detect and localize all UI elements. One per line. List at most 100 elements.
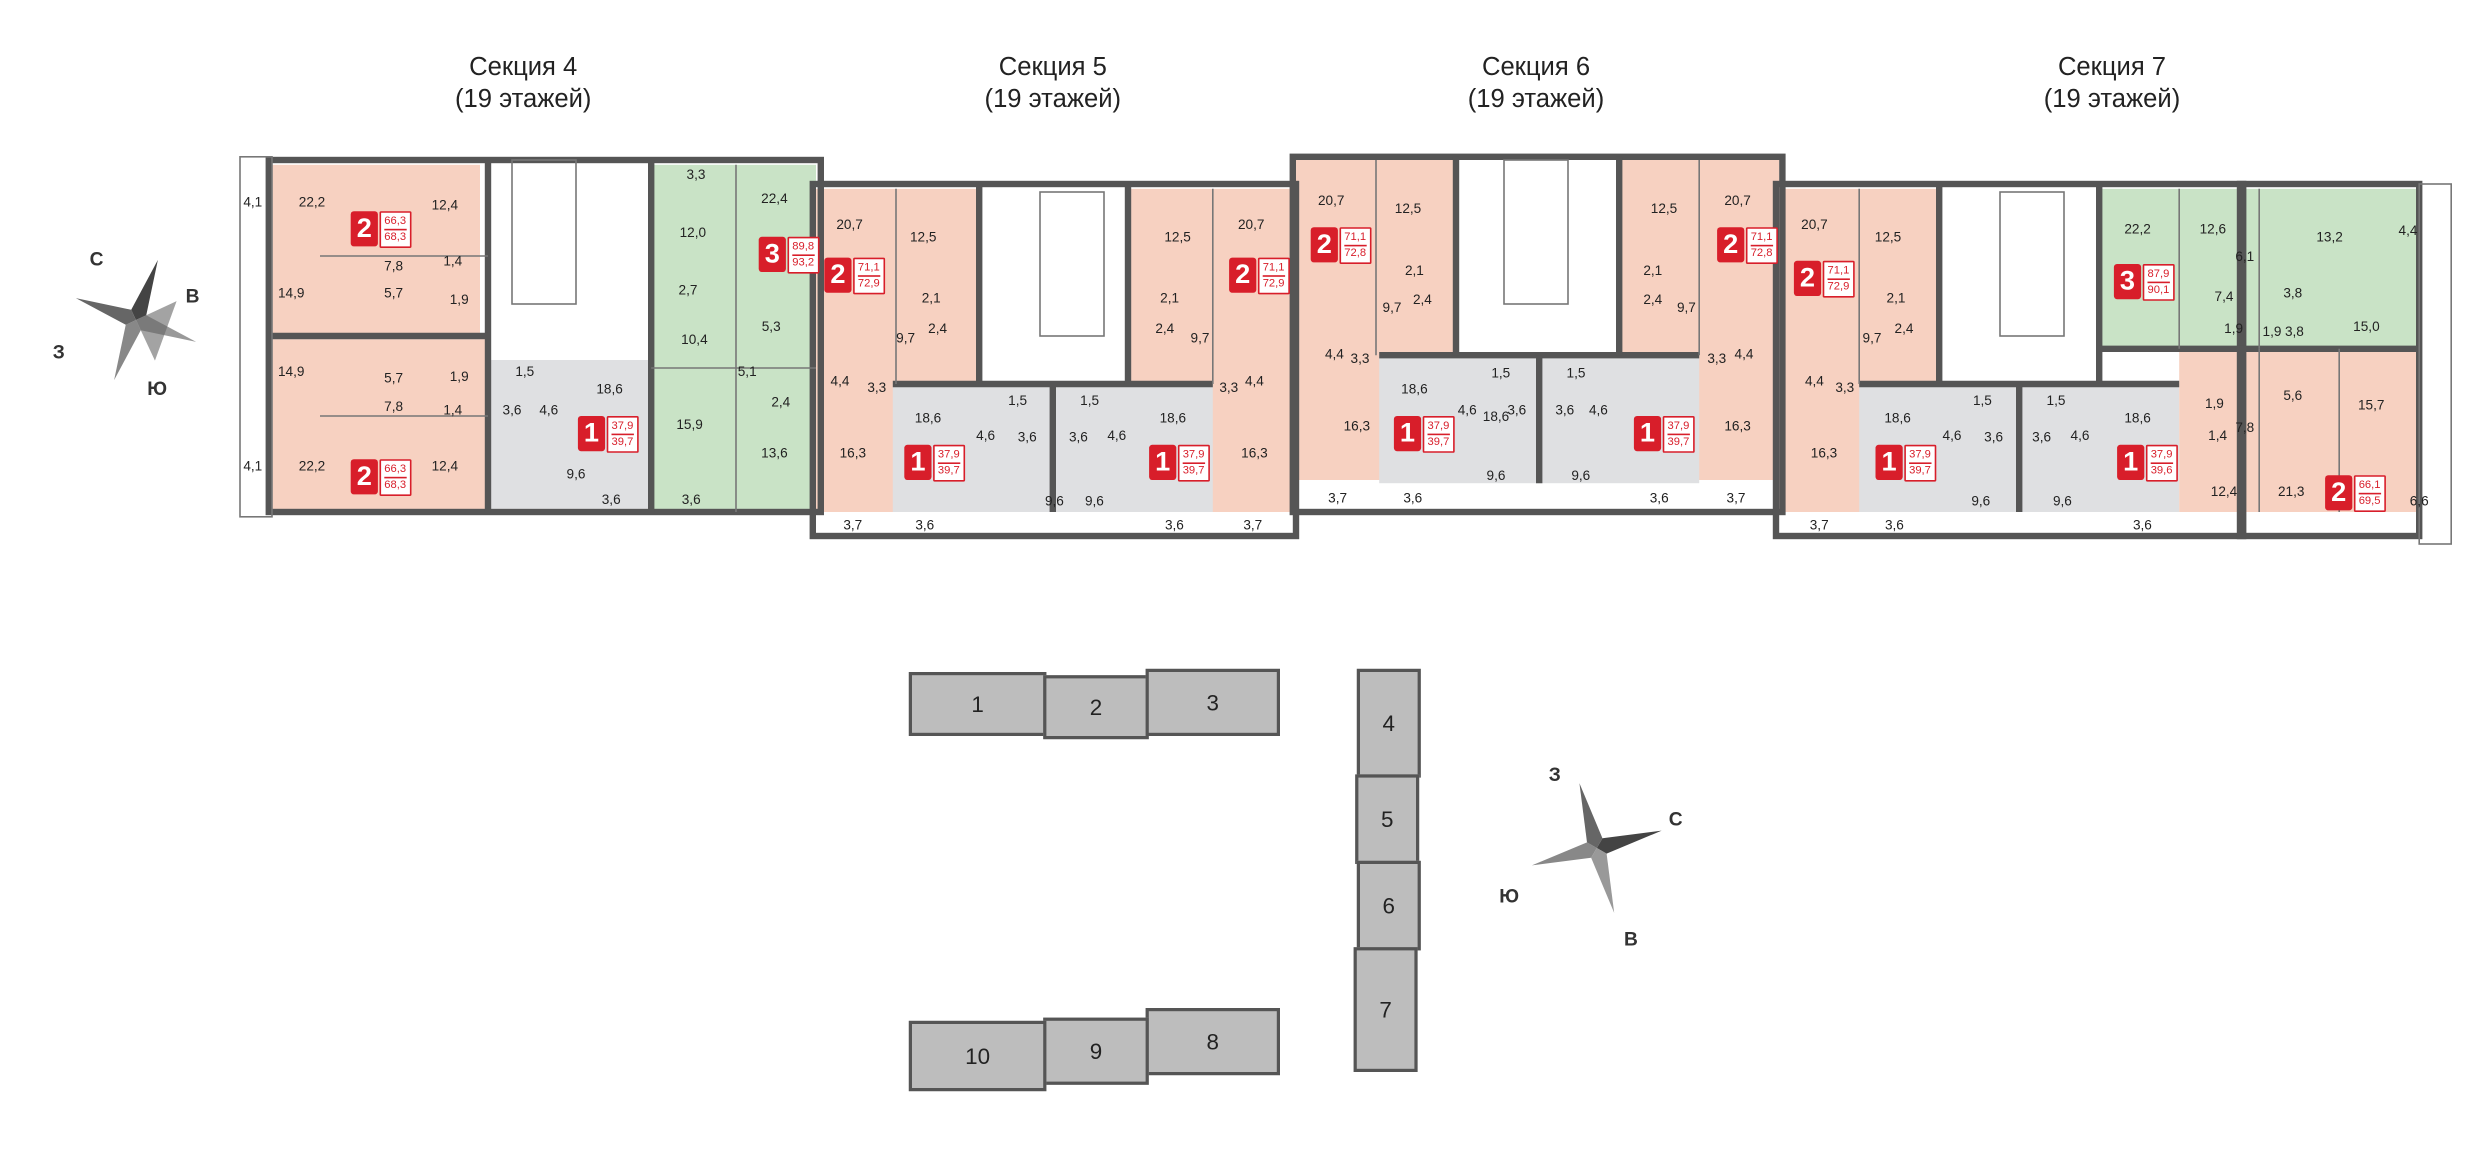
apartment-3-room-s4 bbox=[651, 164, 816, 513]
room-area-label: 3,6 bbox=[681, 491, 701, 508]
room-area-label: 12,5 bbox=[1874, 228, 1902, 245]
area-full: 72,9 bbox=[857, 274, 880, 290]
room-area-label: 3,8 bbox=[2283, 284, 2303, 301]
apartment-2-room-top-s4 bbox=[272, 164, 480, 336]
room-area-label: 3,6 bbox=[1017, 428, 1037, 445]
room-area-label: 12,5 bbox=[909, 228, 937, 245]
room-area-label: 3,6 bbox=[1555, 401, 1575, 418]
area-total: 89,8 bbox=[792, 240, 815, 252]
room-area-label: 3,7 bbox=[1328, 489, 1348, 506]
room-area-label: 18,6 bbox=[1482, 408, 1510, 424]
room-area-label: 14,9 bbox=[277, 284, 305, 301]
room-area-label: 5,6 bbox=[2283, 387, 2303, 404]
building-10[interactable]: 10 bbox=[908, 1020, 1047, 1092]
room-area-label: 1,9 bbox=[2224, 320, 2244, 336]
area-full: 68,3 bbox=[384, 476, 407, 492]
room-count: 2 bbox=[1793, 260, 1822, 296]
room-area-label: 3,6 bbox=[915, 516, 935, 533]
area-full: 93,2 bbox=[792, 253, 815, 270]
area-full: 39,7 bbox=[1182, 461, 1205, 478]
room-area-label: 20,7 bbox=[1801, 216, 1828, 232]
room-area-label: 5,7 bbox=[384, 284, 404, 301]
section-title-4: Секция 4(19 этажей) bbox=[454, 54, 592, 114]
building-5[interactable]: 5 bbox=[1355, 774, 1420, 864]
room-area-label: 1,4 bbox=[443, 401, 463, 418]
compass-top-north: С bbox=[89, 248, 104, 271]
room-area-label: 12,4 bbox=[2210, 483, 2238, 500]
area-full: 72,8 bbox=[1750, 244, 1773, 260]
room-area-label: 12,5 bbox=[1650, 200, 1678, 216]
room-area-label: 9,6 bbox=[2052, 492, 2072, 509]
room-area-label: 9,6 bbox=[1084, 492, 1104, 509]
area-total: 66,1 bbox=[2358, 479, 2381, 491]
building-6[interactable]: 6 bbox=[1356, 860, 1421, 951]
area-full: 69,5 bbox=[2358, 492, 2381, 508]
room-area-label: 4,4 bbox=[830, 372, 850, 389]
room-area-label: 15,0 bbox=[2353, 318, 2380, 335]
area-total: 71,1 bbox=[1827, 264, 1850, 276]
room-area-label: 4,1 bbox=[243, 193, 263, 210]
area-total: 37,9 bbox=[937, 448, 960, 460]
building-9[interactable]: 9 bbox=[1043, 1017, 1149, 1085]
area-total: 71,1 bbox=[1262, 261, 1285, 273]
room-area-label: 3,3 bbox=[1835, 379, 1855, 396]
room-area-label: 3,6 bbox=[1164, 516, 1184, 533]
building-4[interactable]: 4 bbox=[1356, 668, 1421, 778]
room-area-label: 16,3 bbox=[1724, 417, 1751, 434]
room-count: 1 bbox=[1633, 416, 1662, 452]
room-count: 3 bbox=[2113, 264, 2142, 300]
room-area-label: 22,4 bbox=[761, 190, 788, 207]
building-7[interactable]: 7 bbox=[1353, 947, 1418, 1072]
section-title-5: Секция 5(19 этажей) bbox=[984, 54, 1122, 114]
compass-bottom-north: С bbox=[1668, 808, 1683, 831]
building-2[interactable]: 2 bbox=[1043, 675, 1149, 740]
room-area-label: 18,6 bbox=[1401, 380, 1428, 397]
building-8[interactable]: 8 bbox=[1145, 1008, 1280, 1076]
area-full: 39,7 bbox=[1667, 432, 1690, 449]
building-1[interactable]: 1 bbox=[908, 672, 1047, 736]
room-area-label: 16,3 bbox=[839, 444, 867, 461]
room-area-label: 3,6 bbox=[1068, 428, 1088, 445]
room-area-label: 2,7 bbox=[678, 281, 698, 298]
room-area-label: 1,4 bbox=[2208, 427, 2228, 444]
room-area-label: 3,6 bbox=[1984, 428, 2004, 445]
room-count: 2 bbox=[2325, 475, 2353, 511]
room-count: 1 bbox=[577, 416, 606, 452]
room-area-label: 1,5 bbox=[1008, 392, 1028, 408]
area-total: 37,9 bbox=[611, 420, 634, 432]
room-area-label: 1,4 bbox=[443, 252, 463, 269]
area-full: 39,6 bbox=[2150, 461, 2173, 478]
room-area-label: 14,9 bbox=[277, 363, 305, 380]
building-3[interactable]: 3 bbox=[1145, 668, 1280, 736]
room-area-label: 2,4 bbox=[771, 393, 791, 410]
room-area-label: 20,7 bbox=[1237, 216, 1265, 232]
room-area-label: 22,2 bbox=[2124, 220, 2151, 237]
room-area-label: 7,8 bbox=[384, 398, 404, 415]
room-area-label: 3,6 bbox=[1403, 489, 1423, 506]
room-area-label: 9,7 bbox=[1862, 329, 1882, 346]
area-total: 71,1 bbox=[857, 261, 880, 273]
